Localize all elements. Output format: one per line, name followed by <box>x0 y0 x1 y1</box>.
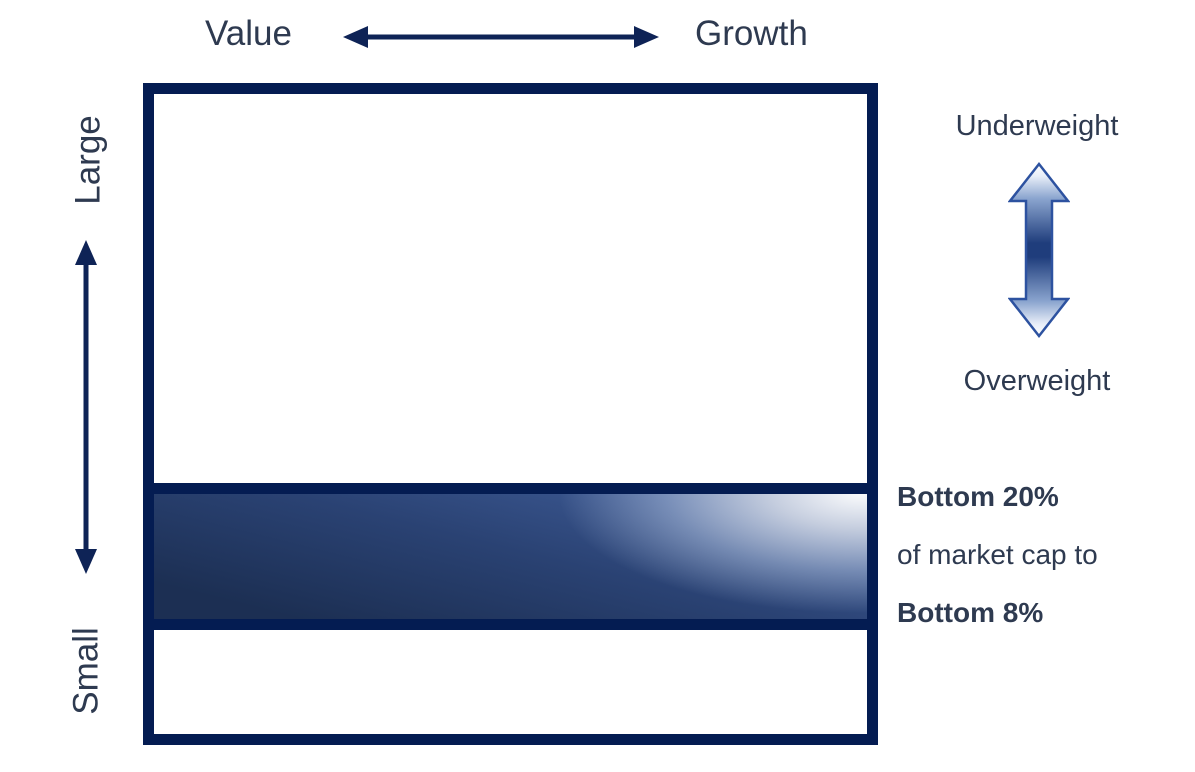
value-axis-label: Value <box>205 14 292 53</box>
overweight-label: Overweight <box>963 365 1111 397</box>
up-down-3d-gradient-arrow-icon <box>1008 161 1070 339</box>
up-down-arrow-icon <box>75 240 97 574</box>
annotation-line-2: of market cap to <box>897 539 1098 570</box>
highlighted-band-region <box>154 494 867 619</box>
small-cap-region <box>154 630 867 734</box>
growth-axis-label: Growth <box>695 14 808 53</box>
style-box <box>143 83 878 745</box>
region-divider <box>154 483 867 494</box>
large-cap-region <box>154 94 867 483</box>
region-divider <box>154 619 867 630</box>
underweight-label: Underweight <box>955 110 1119 142</box>
left-right-arrow-icon <box>343 26 659 48</box>
band-annotation: Bottom 20% of market cap to Bottom 8% <box>897 483 1098 657</box>
small-axis-label: Small <box>66 627 106 715</box>
annotation-line-1: Bottom 20% <box>897 481 1059 512</box>
annotation-line-3: Bottom 8% <box>897 597 1044 628</box>
large-axis-label: Large <box>68 115 108 205</box>
